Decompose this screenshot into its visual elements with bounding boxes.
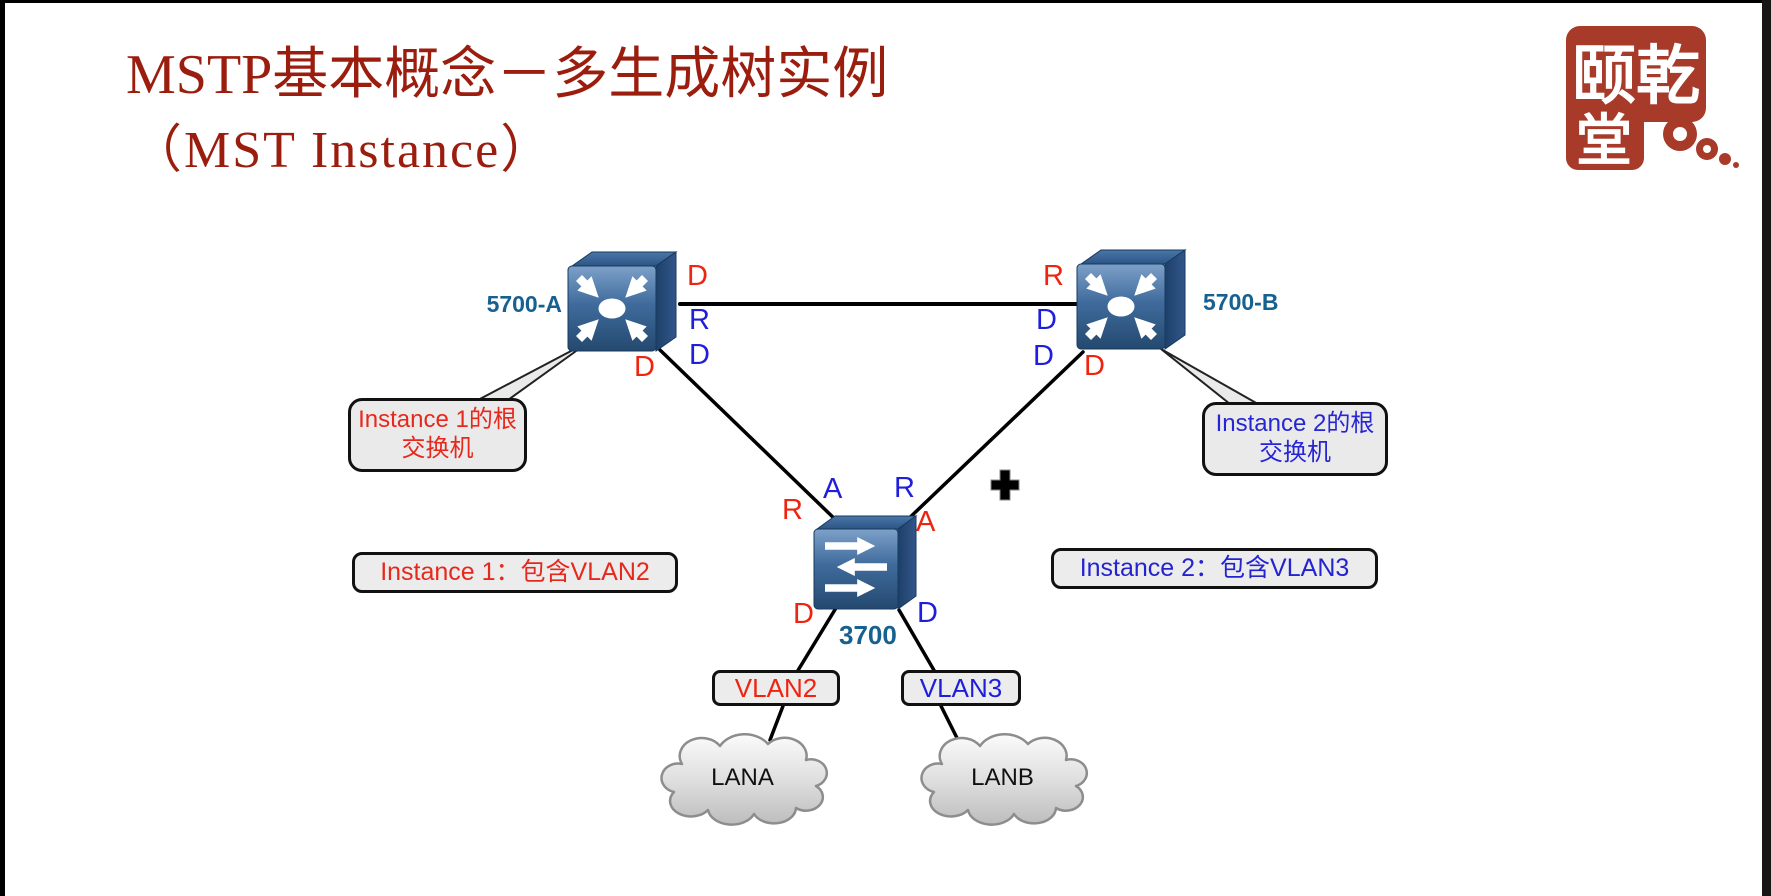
- switch-label-3700: 3700: [839, 620, 897, 650]
- frame-edge-top: [0, 0, 1771, 3]
- callout-instance1-root: Instance 1的根 交换机: [348, 398, 527, 472]
- callout-text-line2: 交换机: [1259, 439, 1331, 466]
- callout-pointer-instance1: [477, 340, 591, 401]
- instance1-box: Instance 1：包含VLAN2: [352, 552, 678, 593]
- port-role-b-bottom: D: [1084, 350, 1105, 382]
- port-role-a-top: D: [687, 260, 708, 292]
- yiqiantang-seal-logo: 颐乾 堂: [1566, 26, 1739, 173]
- switch-label-5700b: 5700-B: [1203, 289, 1279, 315]
- switch-icon-5700a: [568, 252, 676, 351]
- frame-edge-left: [0, 0, 5, 896]
- slide-title-line1: MSTP基本概念－多生成树实例: [126, 44, 889, 106]
- port-role-a-bottom: D: [634, 351, 655, 383]
- cloud-label-lanb: LANB: [971, 764, 1034, 791]
- callout-pointer-instance2: [1160, 348, 1262, 405]
- switch-icon-3700: [814, 516, 916, 609]
- port-role-b-left-d1: D: [1036, 304, 1057, 336]
- vlan3-box: VLAN3: [901, 670, 1021, 706]
- plus-cursor-icon: [990, 469, 1020, 501]
- link-vlan3-lanb: [939, 704, 960, 742]
- switch-icon-5700b: [1077, 250, 1185, 349]
- vlan2-box: VLAN2: [712, 670, 840, 706]
- port-role-b-left-d2: D: [1033, 340, 1054, 372]
- callout-text-line1: Instance 1的根: [358, 406, 517, 433]
- instance2-box: Instance 2：包含VLAN3: [1051, 548, 1378, 589]
- seal-shape: [1566, 26, 1739, 170]
- callout-instance2-root: Instance 2的根 交换机: [1202, 402, 1388, 476]
- link-5700b-3700: [901, 350, 1085, 526]
- port-role-b-top: R: [1043, 260, 1064, 292]
- port-role-a-right-r: R: [689, 304, 710, 336]
- switch-label-5700a: 5700-A: [486, 291, 562, 317]
- link-vlan2-lana: [768, 704, 785, 742]
- port-role-c-right-r: R: [894, 472, 915, 504]
- slide-title-line2: （MST Instance）: [130, 122, 555, 179]
- link-5700a-3700: [658, 348, 842, 526]
- port-role-a-right-d: D: [689, 339, 710, 371]
- callout-text-line1: Instance 2的根: [1215, 410, 1375, 437]
- port-role-c-bottom-left: D: [793, 598, 814, 630]
- port-role-c-bottom-right: D: [917, 597, 938, 629]
- port-role-c-left-r: R: [782, 494, 803, 526]
- port-role-c-right-a: A: [916, 506, 936, 538]
- port-role-c-left-a: A: [823, 473, 843, 505]
- seal-top-text: 颐乾: [1572, 41, 1700, 112]
- seal-bottom-text: 堂: [1576, 111, 1632, 173]
- frame-edge-right: [1762, 0, 1771, 896]
- callout-text-line2: 交换机: [401, 435, 474, 462]
- cloud-label-lana: LANA: [711, 764, 774, 791]
